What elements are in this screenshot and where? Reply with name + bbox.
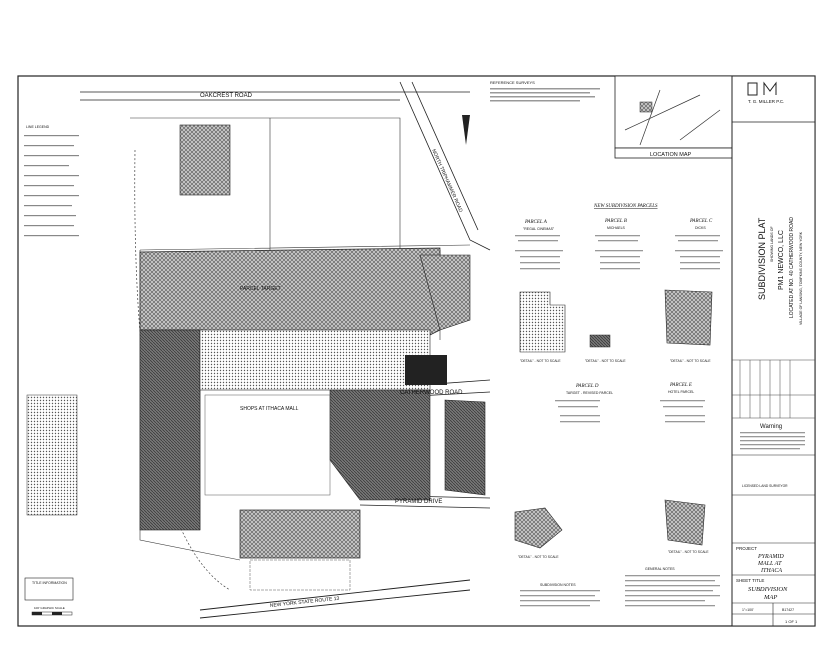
location-map-label: LOCATION MAP	[650, 152, 691, 158]
triphammer-road	[399, 81, 491, 251]
parcel-west-strip	[139, 329, 201, 531]
road-label-pyramid: PYRAMID DRIVE	[395, 499, 442, 505]
parcel-c-name: PARCEL C	[689, 219, 713, 224]
surveyor-label: LICENSED LAND SURVEYOR	[742, 484, 788, 488]
firm-name: T. G. MILLER P.C.	[748, 99, 784, 104]
parcel-c-tenant: DICKS	[695, 226, 706, 230]
parcel-e-name: PARCEL E	[669, 383, 692, 388]
plat-location: LOCATED AT NO. 40 CATHERWOOD ROAD	[789, 217, 795, 318]
parcel-d-scale-note: "DETAIL" - NOT TO SCALE	[518, 555, 559, 559]
parcel-target-label: PARCEL TARGET	[240, 286, 281, 292]
project-name-line-3: ITHACA	[760, 568, 782, 574]
road-label-oakcrest: OAKCREST ROAD	[200, 93, 253, 99]
site-plan: OAKCREST ROAD NORTH TRIPHAMMER ROAD CATH…	[24, 80, 600, 619]
parcel-e-scale-note: "DETAIL" - NOT TO SCALE	[668, 550, 709, 554]
subdivision-notes-heading: SUBDIVISION NOTES	[540, 583, 576, 587]
plat-village: VILLAGE OF LANSING, TOMPKINS COUNTY, NEW…	[799, 231, 803, 325]
job-number: B17427	[782, 608, 794, 612]
new-subdivision-parcels: NEW SUBDIVISION PARCELS PARCEL A "REGAL …	[514, 204, 723, 607]
project-label: PROJECT	[736, 546, 757, 551]
warning-heading: Warning	[760, 424, 782, 430]
reference-surveys-heading: REFERENCE SURVEYS	[490, 80, 535, 85]
curve-table	[26, 394, 78, 516]
plat-showing: SHOWING LANDS OF	[770, 226, 774, 262]
title-information-box	[24, 577, 74, 601]
parcel-c-scale-note: "DETAIL" - NOT TO SCALE	[670, 359, 711, 363]
graphic-scale-label: 100' GRAPHIC SCALE	[34, 606, 65, 610]
parcel-a-name: PARCEL A	[524, 220, 548, 225]
new-parcels-title: NEW SUBDIVISION PARCELS	[593, 204, 658, 209]
line-legend-heading: LINE LEGEND	[26, 125, 50, 129]
parcel-a-detail	[519, 291, 566, 353]
parcel-c-detail	[664, 289, 713, 346]
parcel-hotel-area	[444, 399, 486, 496]
project-name-line-1: PYRAMID	[757, 554, 784, 560]
parcel-d-tenant: TARGET - REVISED PARCEL	[566, 391, 613, 395]
route-13	[199, 579, 471, 619]
plat-owner: PM1 NEWCO, LLC	[778, 230, 785, 290]
parcel-e-tenant: HOTEL PARCEL	[668, 390, 694, 394]
parcel-a-tenant: "REGAL CINEMAS"	[523, 227, 555, 231]
parcel-b-name: PARCEL B	[604, 219, 627, 224]
plat-title: SUBDIVISION PLAT	[757, 217, 767, 300]
sheet-title-line-1: SUBDIVISION	[748, 586, 788, 593]
parcel-d-name: PARCEL D	[575, 384, 599, 389]
graphic-scale-bar	[31, 611, 73, 616]
firm-logo	[747, 81, 777, 96]
oakcrest-road	[80, 91, 470, 101]
project-name-line-2: MALL AT	[757, 561, 782, 567]
parcel-target-area	[139, 247, 441, 341]
location-map: LOCATION MAP	[614, 75, 733, 159]
parcel-b-scale-note: "DETAIL" - NOT TO SCALE	[585, 359, 626, 363]
parcel-b-tenant: MICHAELS	[607, 226, 626, 230]
parcel-b-detail	[589, 334, 611, 348]
building-south	[239, 509, 361, 559]
road-label-triphammer: NORTH TRIPHAMMER ROAD	[430, 148, 463, 213]
parcel-a-scale-note: "DETAIL" - NOT TO SCALE	[520, 359, 561, 363]
road-label-catherwood: CATHERWOOD ROAD	[400, 390, 463, 396]
dark-building	[405, 355, 447, 385]
sheet-title-line-2: MAP	[763, 594, 777, 601]
title-information-heading: TITLE INFORMATION	[32, 581, 67, 585]
mall-label: SHOPS AT ITHACA MALL	[240, 406, 299, 412]
sheet-number: 1 OF 1	[785, 619, 798, 624]
scale-value: 1"=100'	[742, 608, 754, 612]
parcel-e-detail	[664, 499, 706, 546]
parcel-d-detail	[514, 507, 563, 549]
mall-east-wing	[329, 389, 431, 501]
title-block: T. G. MILLER P.C. SUBDIVISION PLAT SHOWI…	[731, 75, 816, 627]
north-arrow-icon	[462, 115, 470, 145]
general-notes-heading: GENERAL NOTES	[645, 567, 675, 571]
building-north	[179, 124, 231, 196]
sheet-title-label: SHEET TITLE	[736, 578, 764, 583]
